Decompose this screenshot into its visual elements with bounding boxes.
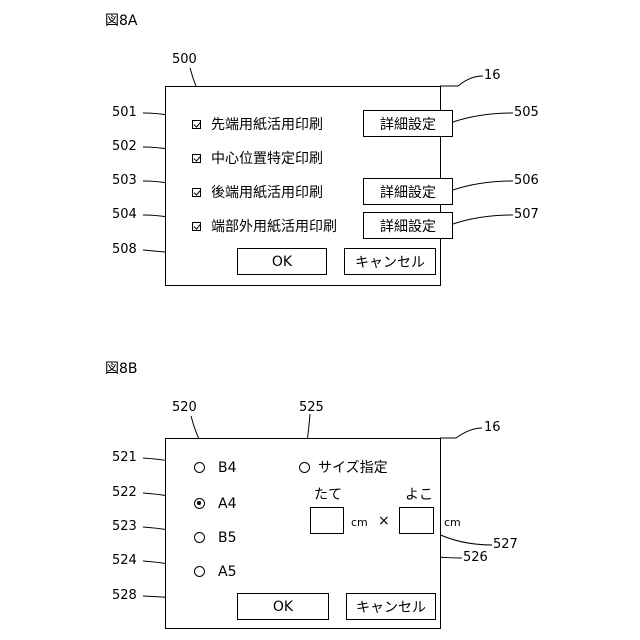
ok-button-b[interactable]: OK: [237, 593, 329, 620]
figure-8a-title: 図8A: [105, 10, 137, 30]
cancel-button-a[interactable]: キャンセル: [344, 248, 436, 275]
label-custom-size: サイズ指定: [318, 460, 388, 476]
ref-503: 503: [112, 173, 137, 188]
checkbox-leading-edge[interactable]: [192, 120, 201, 129]
ref-525: 525: [299, 400, 324, 415]
times-sign: ×: [378, 513, 390, 529]
label-b5: B5: [218, 530, 237, 546]
detail-button-outside-edge[interactable]: 詳細設定: [363, 212, 453, 239]
ref-504: 504: [112, 207, 137, 222]
label-trailing-edge: 後端用紙活用印刷: [211, 185, 323, 201]
ref-16-a: 16: [484, 68, 501, 83]
label-width: よこ: [405, 487, 433, 503]
radio-a4[interactable]: [194, 498, 205, 509]
ref-506: 506: [514, 173, 539, 188]
detail-button-leading-edge[interactable]: 詳細設定: [363, 110, 453, 137]
radio-b4[interactable]: [194, 462, 205, 473]
label-height: たて: [314, 487, 342, 503]
cancel-button-b[interactable]: キャンセル: [346, 593, 436, 620]
label-leading-edge: 先端用紙活用印刷: [211, 117, 323, 133]
checkbox-trailing-edge[interactable]: [192, 188, 201, 197]
checkbox-outside-edge[interactable]: [192, 222, 201, 231]
radio-a5[interactable]: [194, 566, 205, 577]
ok-button-a[interactable]: OK: [237, 248, 327, 275]
height-input[interactable]: [310, 507, 344, 534]
detail-button-trailing-edge[interactable]: 詳細設定: [363, 178, 453, 205]
checkbox-center-position[interactable]: [192, 154, 201, 163]
label-outside-edge: 端部外用紙活用印刷: [211, 219, 337, 235]
ref-508: 508: [112, 242, 137, 257]
ref-524: 524: [112, 553, 137, 568]
figure-8b-title: 図8B: [105, 358, 138, 378]
ref-521: 521: [112, 450, 137, 465]
label-center-position: 中心位置特定印刷: [211, 151, 323, 167]
ref-501: 501: [112, 105, 137, 120]
label-a5: A5: [218, 564, 236, 580]
ref-502: 502: [112, 139, 137, 154]
ref-528: 528: [112, 588, 137, 603]
width-input[interactable]: [399, 507, 434, 534]
ref-522: 522: [112, 485, 137, 500]
ref-526: 526: [463, 550, 488, 565]
ref-520: 520: [172, 400, 197, 415]
ref-523: 523: [112, 519, 137, 534]
ref-500: 500: [172, 52, 197, 67]
width-unit: cm: [444, 516, 461, 529]
radio-b5[interactable]: [194, 532, 205, 543]
ref-507: 507: [514, 207, 539, 222]
ref-16-b: 16: [484, 420, 501, 435]
label-b4: B4: [218, 460, 237, 476]
radio-custom-size[interactable]: [299, 462, 310, 473]
ref-505: 505: [514, 105, 539, 120]
ref-527: 527: [493, 537, 518, 552]
height-unit: cm: [351, 516, 368, 529]
label-a4: A4: [218, 496, 236, 512]
